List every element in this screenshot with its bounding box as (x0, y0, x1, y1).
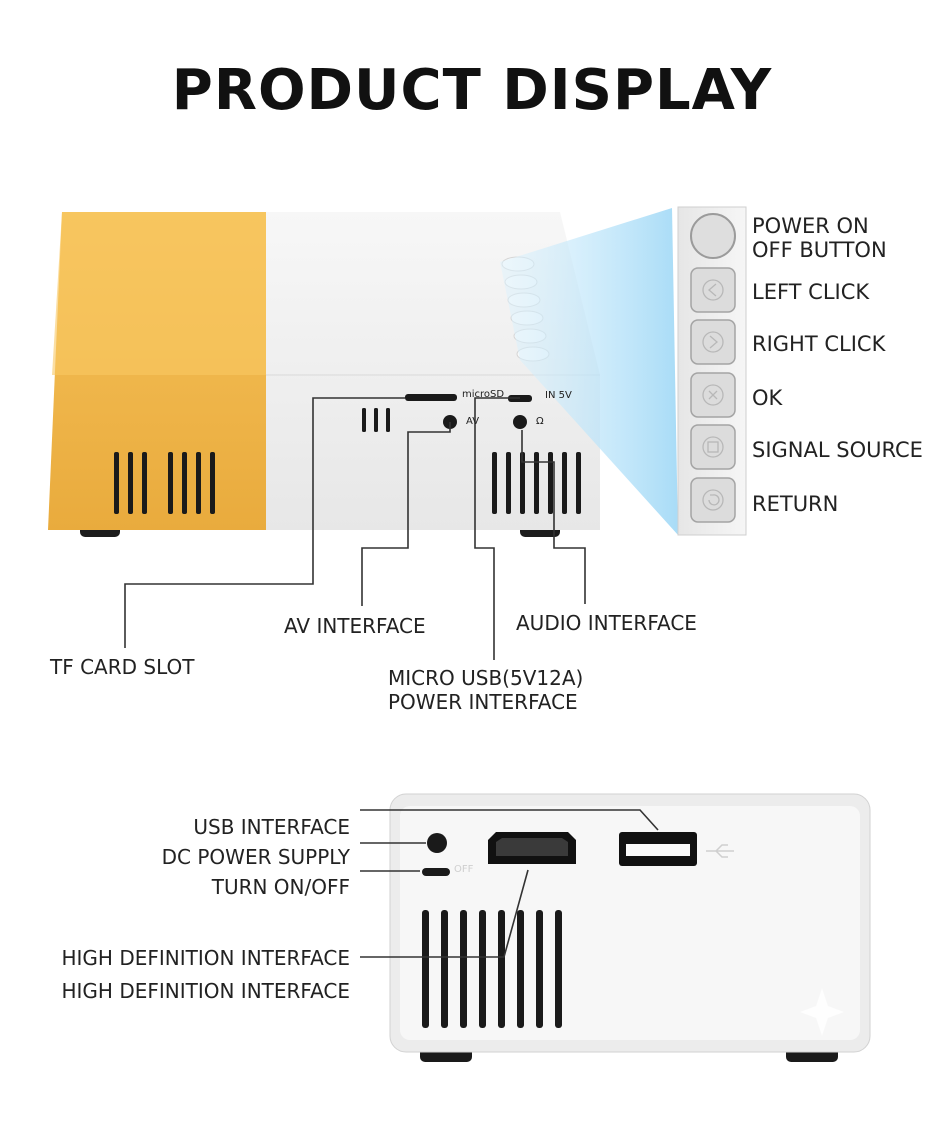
av-interface-label: AV INTERFACE (284, 614, 426, 638)
button-label-left: LEFT CLICK (752, 280, 870, 304)
bottom-projector (389, 793, 871, 1062)
micro-usb-label: MICRO USB(5V12A) POWER INTERFACE (388, 666, 583, 714)
vent-yellow (114, 452, 215, 514)
left-icon (690, 267, 736, 313)
right-icon (690, 319, 736, 365)
usb-interface-label: USB INTERFACE (193, 815, 350, 839)
audio-interface-label: AUDIO INTERFACE (516, 611, 697, 635)
microsd-port-label: microSD (462, 389, 505, 400)
vent-white (492, 452, 581, 514)
rear-vent (422, 910, 562, 1028)
power-switch (422, 868, 450, 876)
usb-symbol-icon (706, 844, 734, 858)
button-label-right: RIGHT CLICK (752, 332, 886, 356)
button-label-source: SIGNAL SOURCE (752, 438, 923, 462)
hd-interface-label-1: HIGH DEFINITION INTERFACE (61, 946, 350, 970)
button-label-power: POWER ON OFF BUTTON (752, 214, 887, 262)
button-label-ok: OK (752, 386, 783, 410)
power-line2: OFF BUTTON (752, 238, 887, 262)
sparkle-icon (800, 988, 844, 1036)
dc-power-supply-label: DC POWER SUPPLY (161, 845, 350, 869)
micro-usb-line2: POWER INTERFACE (388, 690, 578, 714)
turn-on-off-label: TURN ON/OFF (211, 875, 350, 899)
off-label: OFF (454, 864, 474, 875)
dc-port (427, 833, 447, 853)
hd-interface-label-2: HIGH DEFINITION INTERFACE (61, 979, 350, 1003)
micro-usb-line1: MICRO USB(5V12A) (388, 666, 584, 690)
power-icon (690, 213, 736, 259)
return-icon (690, 477, 736, 523)
tf-card-slot-label: TF CARD SLOT (50, 655, 195, 679)
in5v-port-label: IN 5V (545, 390, 572, 401)
av-port-label: AV (466, 416, 480, 427)
page-title: PRODUCT DISPLAY (171, 58, 773, 123)
source-icon (690, 424, 736, 470)
light-beam (500, 208, 678, 535)
button-label-return: RETURN (752, 492, 839, 516)
audio-port-label: Ω (536, 416, 544, 427)
audio-port (513, 415, 527, 429)
leader-lines-bottom (360, 809, 659, 958)
leader-lines-top (124, 397, 586, 660)
power-line1: POWER ON (752, 214, 869, 238)
microsd-slot (405, 394, 457, 401)
